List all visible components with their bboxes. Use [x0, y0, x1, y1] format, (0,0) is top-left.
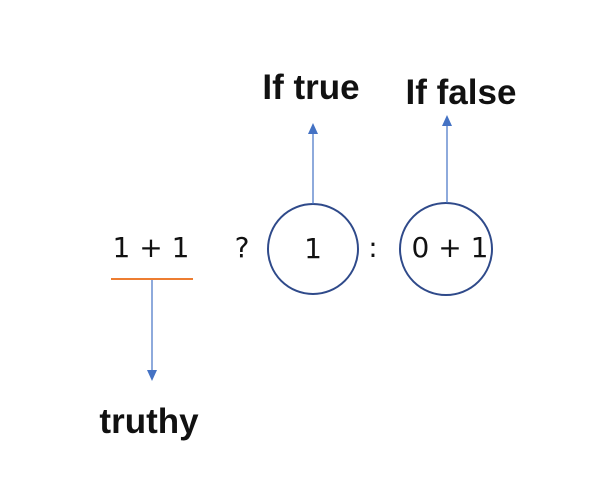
condition-expression: 1 + 1	[113, 231, 190, 264]
truthy-label: truthy	[99, 402, 199, 441]
false-branch-arrow-head	[442, 115, 452, 126]
true-branch-arrow-head	[308, 123, 318, 134]
condition-arrow-head	[147, 370, 157, 381]
colon-operator: :	[368, 231, 377, 264]
question-operator: ?	[235, 231, 250, 264]
true-branch-value: 1	[304, 232, 322, 265]
if-true-label: If true	[262, 68, 359, 107]
false-branch-circle	[399, 202, 493, 296]
false-branch-value: 0 + 1	[412, 231, 489, 264]
if-false-label: If false	[406, 73, 517, 112]
